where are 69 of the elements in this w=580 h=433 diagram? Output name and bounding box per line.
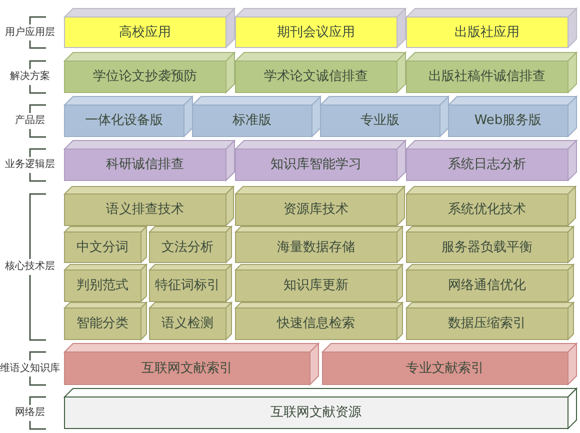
layer-block — [149, 302, 232, 340]
block-label: 语义检测 — [162, 316, 214, 332]
layer-block — [235, 226, 403, 263]
block-label: 文法分析 — [162, 240, 214, 256]
layer-block — [320, 96, 449, 137]
block-label: 特征词标引 — [155, 278, 220, 294]
layer-block — [64, 388, 577, 429]
layer-block — [406, 140, 577, 181]
block-label: 出版社稿件诚信排查 — [428, 69, 546, 85]
block-label: 互联网文献索引 — [142, 360, 232, 376]
block-label: 学位论文抄袭预防 — [93, 69, 197, 85]
layer-name: 核心技术层 — [5, 261, 55, 273]
block-label: 服务器负载平衡 — [442, 240, 532, 256]
block-label: 系统日志分析 — [448, 157, 526, 173]
layer-block — [149, 226, 232, 263]
block-label: 知识库智能学习 — [270, 157, 362, 173]
layer-block — [235, 186, 405, 226]
block-label: 网络通信优化 — [448, 278, 526, 294]
block-label: 专业文献索引 — [406, 360, 484, 376]
block-label: 科研诚信排查 — [106, 157, 184, 173]
block-label: 期刊会议应用 — [277, 24, 355, 40]
layer-block — [64, 302, 147, 340]
layer-block — [64, 96, 193, 137]
block-label: Web服务版 — [474, 113, 542, 129]
layer-block — [64, 140, 235, 181]
layer-name: 网络层 — [15, 407, 45, 419]
layer-name: 产品层 — [15, 115, 45, 127]
layer-block — [149, 264, 232, 302]
layer-block — [64, 343, 319, 385]
layer-block — [235, 264, 403, 302]
block-label: 判别范式 — [76, 278, 128, 294]
layer-block — [406, 264, 574, 302]
layer-block — [235, 140, 406, 181]
layer-block — [406, 186, 576, 226]
layer-block — [64, 226, 147, 263]
block-label: 系统优化技术 — [448, 202, 526, 218]
layer-block — [406, 52, 577, 93]
layer-block — [64, 52, 235, 93]
block-label: 一体化设备版 — [85, 113, 163, 129]
block-label: 学术论文诚信排查 — [264, 69, 368, 85]
layer-block — [406, 226, 574, 263]
block-label: 专业版 — [360, 113, 400, 129]
block-label: 互联网文献资源 — [270, 405, 362, 421]
block-label: 海量数据存储 — [277, 240, 355, 256]
layer-name: 解决方案 — [10, 71, 50, 83]
layer-block — [406, 302, 574, 340]
layer-block — [64, 8, 235, 48]
layer-block — [64, 264, 147, 302]
layer-block — [235, 302, 403, 340]
block-label: 标准版 — [232, 113, 272, 129]
layer-name: 用户应用层 — [5, 26, 55, 38]
layer-block — [406, 8, 577, 48]
layer-block — [235, 8, 406, 48]
block-label: 出版社应用 — [454, 24, 520, 40]
block-label: 高校应用 — [119, 24, 171, 40]
layer-name: 维语义知识库 — [0, 362, 60, 374]
block-label: 中文分词 — [76, 240, 128, 256]
layer-block — [192, 96, 321, 137]
layer-block — [235, 52, 406, 93]
block-label: 知识库更新 — [284, 278, 348, 294]
block-label: 快速信息检索 — [277, 316, 355, 332]
block-label: 资源库技术 — [284, 202, 348, 218]
layer-block — [64, 186, 234, 226]
layer-name: 业务逻辑层 — [5, 159, 55, 171]
block-label: 数据压缩索引 — [448, 316, 526, 332]
layer-block — [322, 343, 577, 385]
block-label: 语义排查技术 — [106, 202, 184, 218]
layer-block — [448, 96, 577, 137]
block-label: 智能分类 — [76, 316, 128, 332]
